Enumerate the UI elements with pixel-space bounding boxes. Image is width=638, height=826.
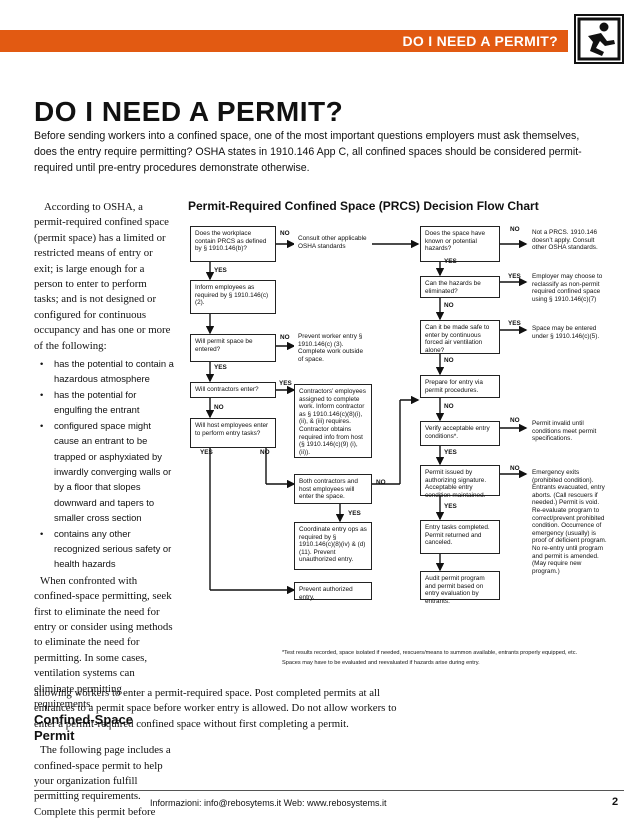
page-number: 2	[612, 796, 619, 808]
label-no: NO	[510, 417, 520, 424]
banner-title: DO I NEED A PERMIT?	[402, 33, 558, 49]
header-banner: DO I NEED A PERMIT?	[0, 30, 568, 52]
footnote-line: *Test results recorded, space isolated i…	[282, 650, 578, 656]
flow-box-contractors-enter: Will contractors enter?	[190, 382, 276, 398]
flow-box-both-enter: Both contractors and host employees will…	[294, 474, 372, 504]
flow-box-inform-employees: Inform employees as required by § 1910.1…	[190, 280, 276, 314]
flow-box-hazards-eliminated: Can the hazards be eliminated?	[420, 276, 500, 298]
label-yes: YES	[348, 510, 361, 517]
flow-box-reclassify: Employer may choose to reclassify as non…	[528, 270, 612, 306]
flow-box-prevent-authorized: Prevent authorized entry.	[294, 582, 372, 601]
label-no: NO	[444, 357, 454, 364]
hazard-list: has the potential to contain a hazardous…	[34, 356, 174, 572]
flow-box-contains-prcs: Does the workplace contain PRCS as defin…	[190, 226, 276, 262]
flow-box-audit-permit: Audit permit program and permit based on…	[420, 571, 500, 605]
footer-contact: Informazioni: info@rebosytems.it Web: ww…	[150, 798, 387, 808]
flow-box-host-employees: Will host employees enter to perform ent…	[190, 418, 276, 448]
label-no: NO	[376, 479, 386, 486]
flow-box-coordinate-entry: Coordinate entry ops as required by § 19…	[294, 522, 372, 570]
flow-box-verify-conditions: Verify acceptable entry conditions*.	[420, 421, 500, 446]
list-item: has the potential to contain a hazardous…	[40, 356, 174, 387]
label-yes: YES	[279, 380, 292, 387]
label-yes: YES	[508, 273, 521, 280]
label-yes: YES	[508, 320, 521, 327]
intro-paragraph: Before sending workers into a confined s…	[34, 130, 582, 174]
flow-box-forced-air: Can it be made safe to enter by continuo…	[420, 320, 500, 354]
label-yes: YES	[444, 258, 457, 265]
label-no: NO	[280, 230, 290, 237]
flow-box-emergency-exits: Emergency exits (prohibited condition). …	[528, 466, 614, 575]
permit-paragraph: The following page includes a confined-s…	[34, 744, 171, 818]
label-no: NO	[510, 465, 520, 472]
list-item: has the potential for engulfing the entr…	[40, 387, 174, 418]
footer-divider	[34, 790, 624, 791]
left-column: According to OSHA, a permit-required con…	[34, 200, 174, 820]
flow-box-known-hazards: Does the space have known or potential h…	[420, 226, 500, 262]
flow-box-prepare-entry: Prepare for entry via permit procedures.	[420, 375, 500, 398]
flow-box-permit-invalid: Permit invalid until conditions meet per…	[528, 417, 612, 447]
label-no: NO	[280, 334, 290, 341]
flow-box-prevent-worker-entry: Prevent worker entry § 1910.146(c) (3). …	[294, 330, 372, 364]
label-yes: YES	[214, 364, 227, 371]
flow-box-consult-standards: Consult other applicable OSHA standards	[294, 232, 372, 256]
flow-box-contractor-employees: Contractors’ employees assigned to compl…	[294, 384, 372, 458]
page-title: DO I NEED A PERMIT?	[34, 96, 344, 127]
flow-box-permit-issued: Permit issued by authorizing signature. …	[420, 465, 500, 499]
elimination-paragraph: When confronted with confined-space perm…	[34, 574, 173, 710]
flow-box-tasks-completed: Entry tasks completed. Permit returned a…	[420, 520, 500, 554]
label-no: NO	[260, 449, 270, 456]
flow-box-not-prcs: Not a PRCS. 1910.146 doesn’t apply. Cons…	[528, 226, 612, 260]
footnote-line: Spaces may have to be evaluated and reev…	[282, 660, 480, 666]
label-no: NO	[510, 226, 520, 233]
confined-space-worker-icon	[574, 14, 624, 64]
label-no: NO	[214, 404, 224, 411]
label-yes: YES	[214, 267, 227, 274]
section-heading: Confined-Space Permit	[34, 712, 133, 743]
flow-box-space-entered: Space may be entered under § 1910.146(c)…	[528, 322, 612, 344]
chart-title: Permit-Required Confined Space (PRCS) De…	[188, 199, 539, 213]
label-yes: YES	[444, 449, 457, 456]
label-yes: YES	[200, 449, 213, 456]
list-item: configured space might cause an entrant …	[40, 418, 174, 526]
list-item: contains any other recognized serious sa…	[40, 526, 174, 572]
label-yes: YES	[444, 503, 457, 510]
permit-paragraph-continued: allowing workers to enter a permit-requi…	[34, 687, 397, 730]
label-no: NO	[444, 403, 454, 410]
definition-paragraph: According to OSHA, a permit-required con…	[34, 201, 171, 352]
flow-box-permit-entered: Will permit space be entered?	[190, 334, 276, 362]
chart-footnote: *Test results recorded, space isolated i…	[282, 648, 612, 668]
label-no: NO	[444, 302, 454, 309]
